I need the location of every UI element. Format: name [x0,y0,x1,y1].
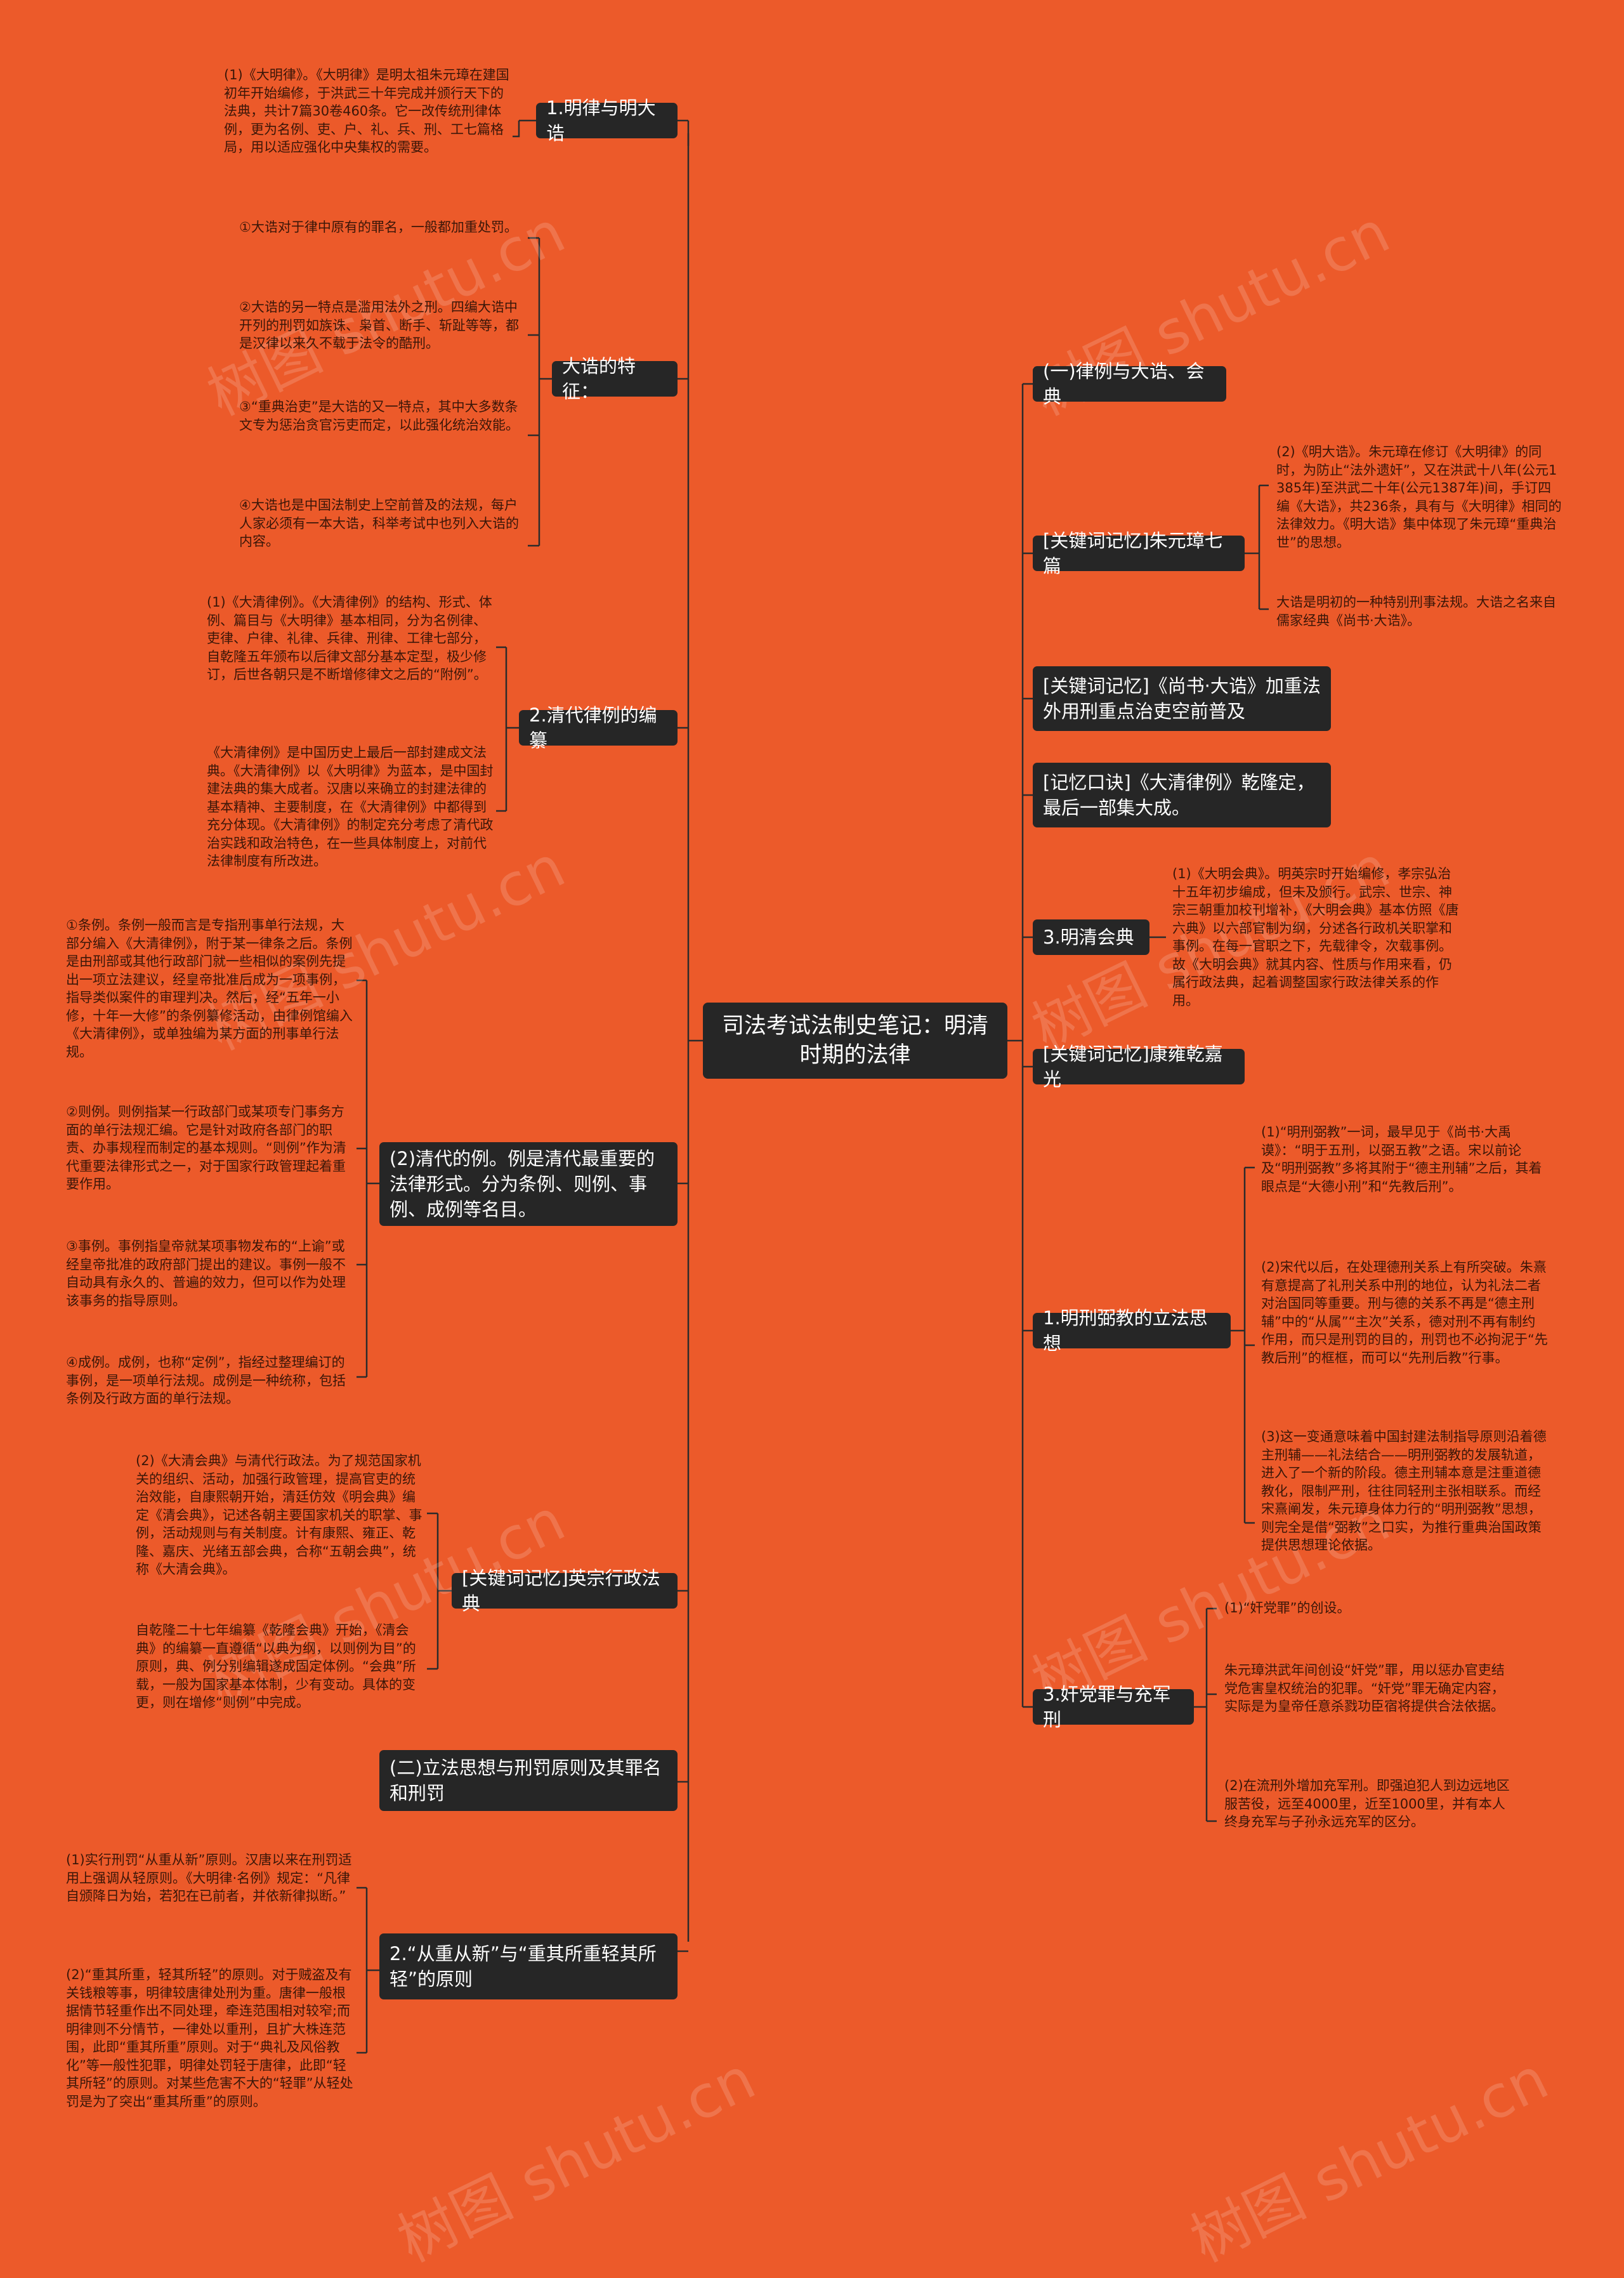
branch-dagao-features[interactable]: 大诰的特征： [552,355,678,402]
leaf-li-1: ①条例。条例一般而言是专指刑事单行法规，大部分编入《大清律例》，附于某一律条之后… [66,918,353,1060]
root-topic[interactable]: 司法考试法制史笔记：明清时期的法律 [703,1003,1007,1079]
branch-zhuyuanzhang[interactable]: [关键词记忆]朱元璋七篇 [1033,530,1245,577]
branch-lvli[interactable]: (一)律例与大诰、会典 [1033,360,1226,407]
branch-koujue[interactable]: [记忆口诀]《大清律例》乾隆定，最后一部集大成。 [1033,763,1331,827]
branch-congzhong[interactable]: 2.“从重从新”与“重其所重轻其所轻”的原则 [379,1933,678,1999]
leaf-qing-2: 《大清律例》是中国历史上最后一部封建成文法典。《大清律例》以《大明律》为蓝本，是… [207,745,494,869]
leaf-congzhong-1: (1)实行刑罚“从重从新”原则。汉唐以来在刑罚适用上强调从轻原则。《大明律·名例… [66,1852,352,1904]
branch-mingxing[interactable]: 1.明刑弼教的立法思想 [1033,1307,1231,1354]
branch-legislation[interactable]: (二)立法思想与刑罚原则及其罪名和刑罚 [379,1750,678,1811]
leaf-yingzong-1: (2)《大清会典》与清代行政法。为了规范国家机关的组织、活动，加强行政管理，提高… [136,1453,422,1577]
leaf-li-4: ④成例。成例，也称“定例”，指经过整理编订的事例，是一项单行法规。成例是一种统称… [66,1355,346,1406]
leaf-li-3: ③事例。事例指皇帝就某项事物发布的“上谕”或经皇帝批准的政府部门提出的建议。事例… [66,1239,346,1308]
branch-kangyong[interactable]: [关键词记忆]康雍乾嘉光 [1033,1043,1245,1090]
leaf-qing-1: (1)《大清律例》。《大清律例》的结构、形式、体例、篇目与《大明律》基本相同，分… [207,595,492,682]
branch-huidian[interactable]: 3.明清会典 [1033,919,1149,955]
leaf-huidian: (1)《大明会典》。明英宗时开始编修，孝宗弘治十五年初步编成，但未及颁行。武宗、… [1172,866,1459,1008]
connector-lines [357,119,1269,2054]
leaf-yingzong-2: 自乾隆二十七年编纂《乾隆会典》开始，《清会典》的编纂一直遵循“以典为纲，以则例为… [136,1623,416,1710]
leaf-jiandang-2: 朱元璋洪武年间创设“奸党”罪，用以惩办官吏结党危害皇权统治的犯罪。“奸党”罪无确… [1224,1662,1505,1714]
leaf-mingxing-1: (1)“明刑弼教”一词，最早见于《尚书·大禹谟》：“明于五刑，以弼五教”之语。宋… [1261,1124,1542,1194]
branch-jiandang[interactable]: 3.奸党罪与充军刑 [1033,1683,1194,1730]
leaf-zhuyuanzhang-2: 大诰是明初的一种特别刑事法规。大诰之名来自儒家经典《尚书·大诰》。 [1276,595,1556,628]
leaf-li-2: ②则例。则例指某一行政部门或某项专门事务方面的单行法规汇编。它是针对政府各部门的… [66,1104,346,1192]
leaf-dagao-2: ②大诰的另一特点是滥用法外之刑。四编大诰中开列的刑罚如族诛、枭首、断手、斩趾等等… [239,300,519,351]
branch-ming-law[interactable]: 1.明律与明大诰 [536,97,678,144]
leaf-dagao-3: ③“重典治吏”是大诰的又一特点，其中大多数条文专为惩治贪官污吏而定，以此强化统治… [239,399,519,433]
branch-shangshu[interactable]: [关键词记忆]《尚书·大诰》加重法外用刑重点治吏空前普及 [1033,666,1331,731]
branch-qing-li[interactable]: (2)清代的例。例是清代最重要的法律形式。分为条例、则例、事例、成例等名目。 [379,1142,678,1226]
leaf-dagao-1: ①大诰对于律中原有的罪名，一般都加重处罚。 [239,220,518,235]
branch-qing-code[interactable]: 2.清代律例的编纂 [519,704,678,751]
leaf-dagao-4: ④大诰也是中国法制史上空前普及的法规，每户人家必须有一本大诰，科举考试中也列入大… [239,497,519,549]
leaf-daminglv: (1)《大明律》。《大明律》是明太祖朱元璋在建国初年开始编修，于洪武三十年完成并… [224,67,509,155]
branch-yingzong[interactable]: [关键词记忆]英宗行政法典 [452,1567,678,1614]
leaf-jiandang-1: (1)“奸党罪”的创设。 [1224,1600,1351,1616]
leaf-jiandang-3: (2)在流刑外增加充军刑。即强迫犯人到边远地区服苦役，远至4000里，近至100… [1224,1778,1510,1829]
leaf-mingxing-3: (3)这一变通意味着中国封建法制指导原则沿着德主刑辅——礼法结合——明刑弼教的发… [1261,1429,1547,1553]
leaf-congzhong-2: (2)“重其所重，轻其所轻”的原则。对于贼盗及有关钱粮等事，明律较唐律处刑为重。… [66,1967,353,2109]
leaf-zhuyuanzhang-1: (2)《明大诰》。朱元璋在修订《大明律》的同时，为防止“法外遗奸”，又在洪武十八… [1276,444,1562,550]
leaf-mingxing-2: (2)宋代以后，在处理德刑关系上有所突破。朱熹有意提高了礼刑关系中刑的地位，认为… [1261,1260,1548,1366]
